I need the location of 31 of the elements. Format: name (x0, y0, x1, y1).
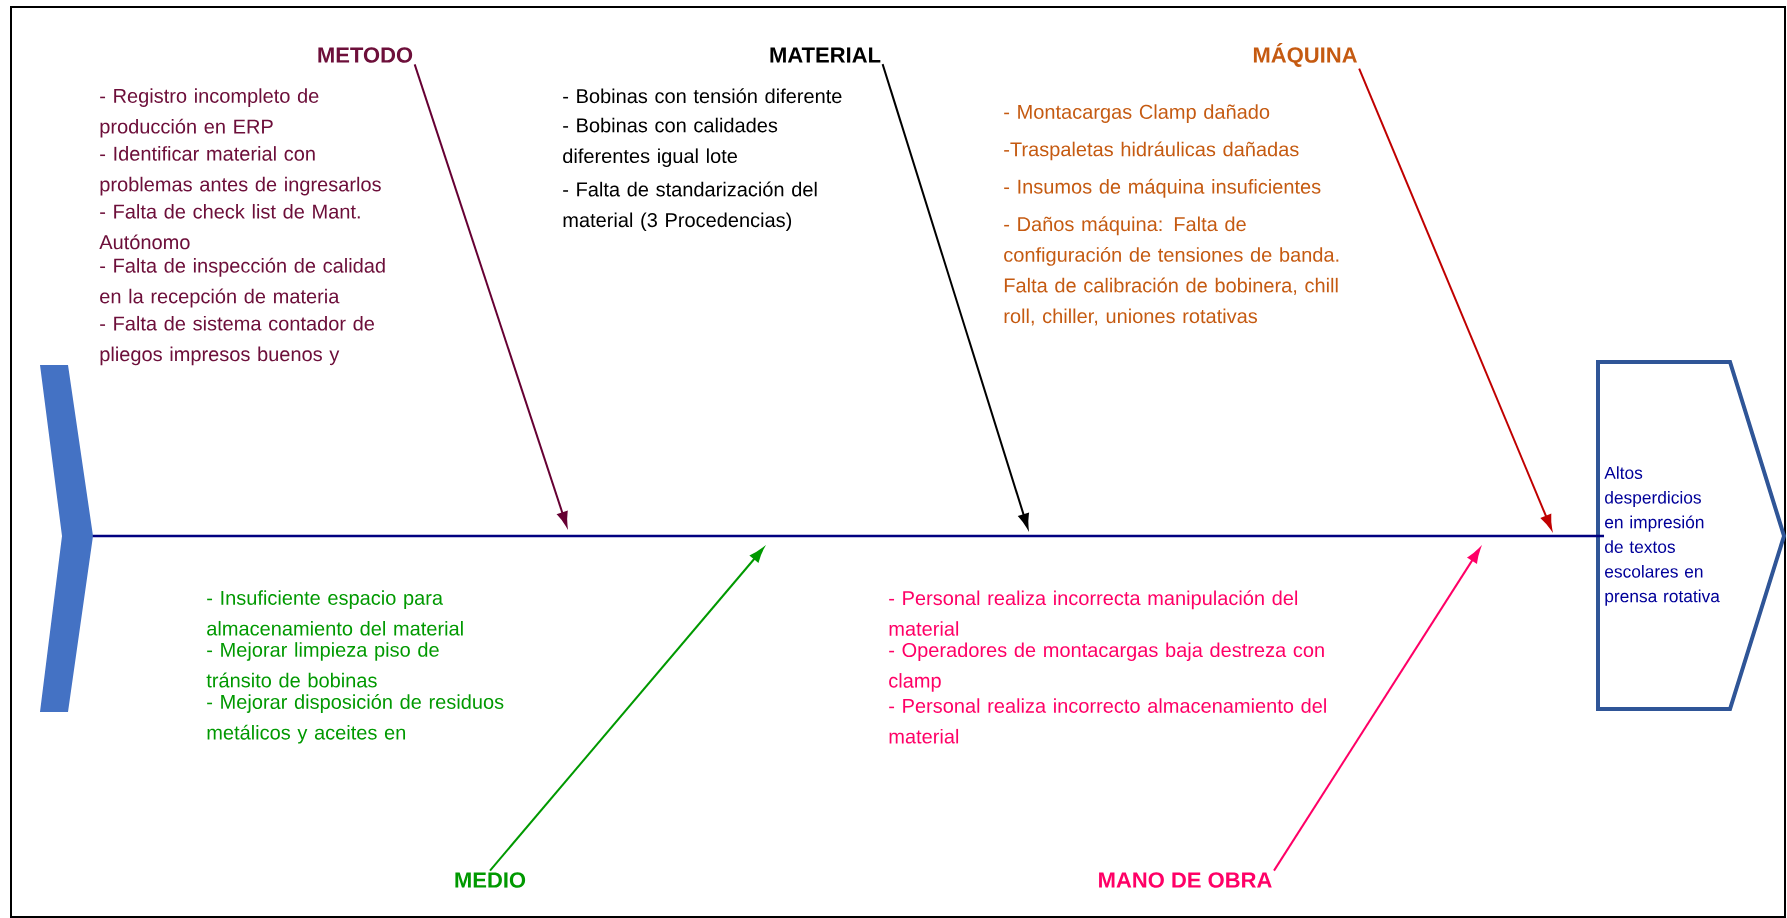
cause-text: - Montacargas Clamp dañado (1004, 104, 1270, 123)
cause-text: - Identificar material con problemas antes de ingresarlos (100, 146, 381, 196)
cause-text: - Operadores de montacargas baja destreza con clamp (889, 642, 1324, 692)
category-label: MÁQUINA (1253, 43, 1357, 67)
cause-text: - Registro incompleto de producción en ERP (100, 88, 319, 138)
cause-text: - Personal realiza incorrecta manipulación del material (889, 590, 1298, 636)
cause-text: - Falta de check list de Mant. Autónomo (99, 203, 360, 250)
cause-text: - Mejorar limpieza piso de tránsito de bobinas (206, 642, 439, 688)
arrow (489, 547, 764, 872)
effect-box: Altos desperdicios en impresión de textos escolares en prensa rotativa (1596, 360, 1787, 711)
cause-text: - Bobinas con tensión diferente (563, 88, 842, 104)
arrow (1273, 548, 1481, 872)
cause-text: -Traspaletas hidráulicas dañadas (1004, 141, 1299, 161)
cause-text: - Personal realiza incorrecto almacenamiento del material (889, 698, 1326, 744)
cause-text: - Falta de standarización del material (3 Procedencias) (563, 181, 817, 232)
category-label: MANO DE OBRA (1099, 872, 1272, 888)
cause-text: - Insuficiente espacio para almacenamiento del material (207, 590, 463, 636)
arrow (881, 63, 1029, 529)
cause-text: - Falta de inspección de calidad en la recepción de materia (100, 257, 385, 308)
category-label: MEDIO (455, 872, 526, 888)
category-label: MATERIAL (770, 47, 881, 63)
tail-shape (40, 365, 93, 712)
category-label: METODO (318, 47, 413, 63)
cause-text: - Mejorar disposición de residuos metálicos y aceites en (207, 694, 504, 744)
arrow (413, 63, 568, 527)
arrow (1358, 67, 1553, 530)
cause-text: - Insumos de máquina insuficientes (1004, 178, 1321, 198)
spine-line (92, 534, 1604, 538)
cause-text: - Daños máquina: Falta de configuración de tensiones de banda. Falta de calibración de bobinera, chill roll, chiller, uniones rotativas (1004, 216, 1339, 326)
cause-text: - Falta de sistema contador de pliegos impresos buenos y (100, 315, 374, 366)
cause-text: - Bobinas con calidades diferentes igual lote (563, 117, 778, 167)
